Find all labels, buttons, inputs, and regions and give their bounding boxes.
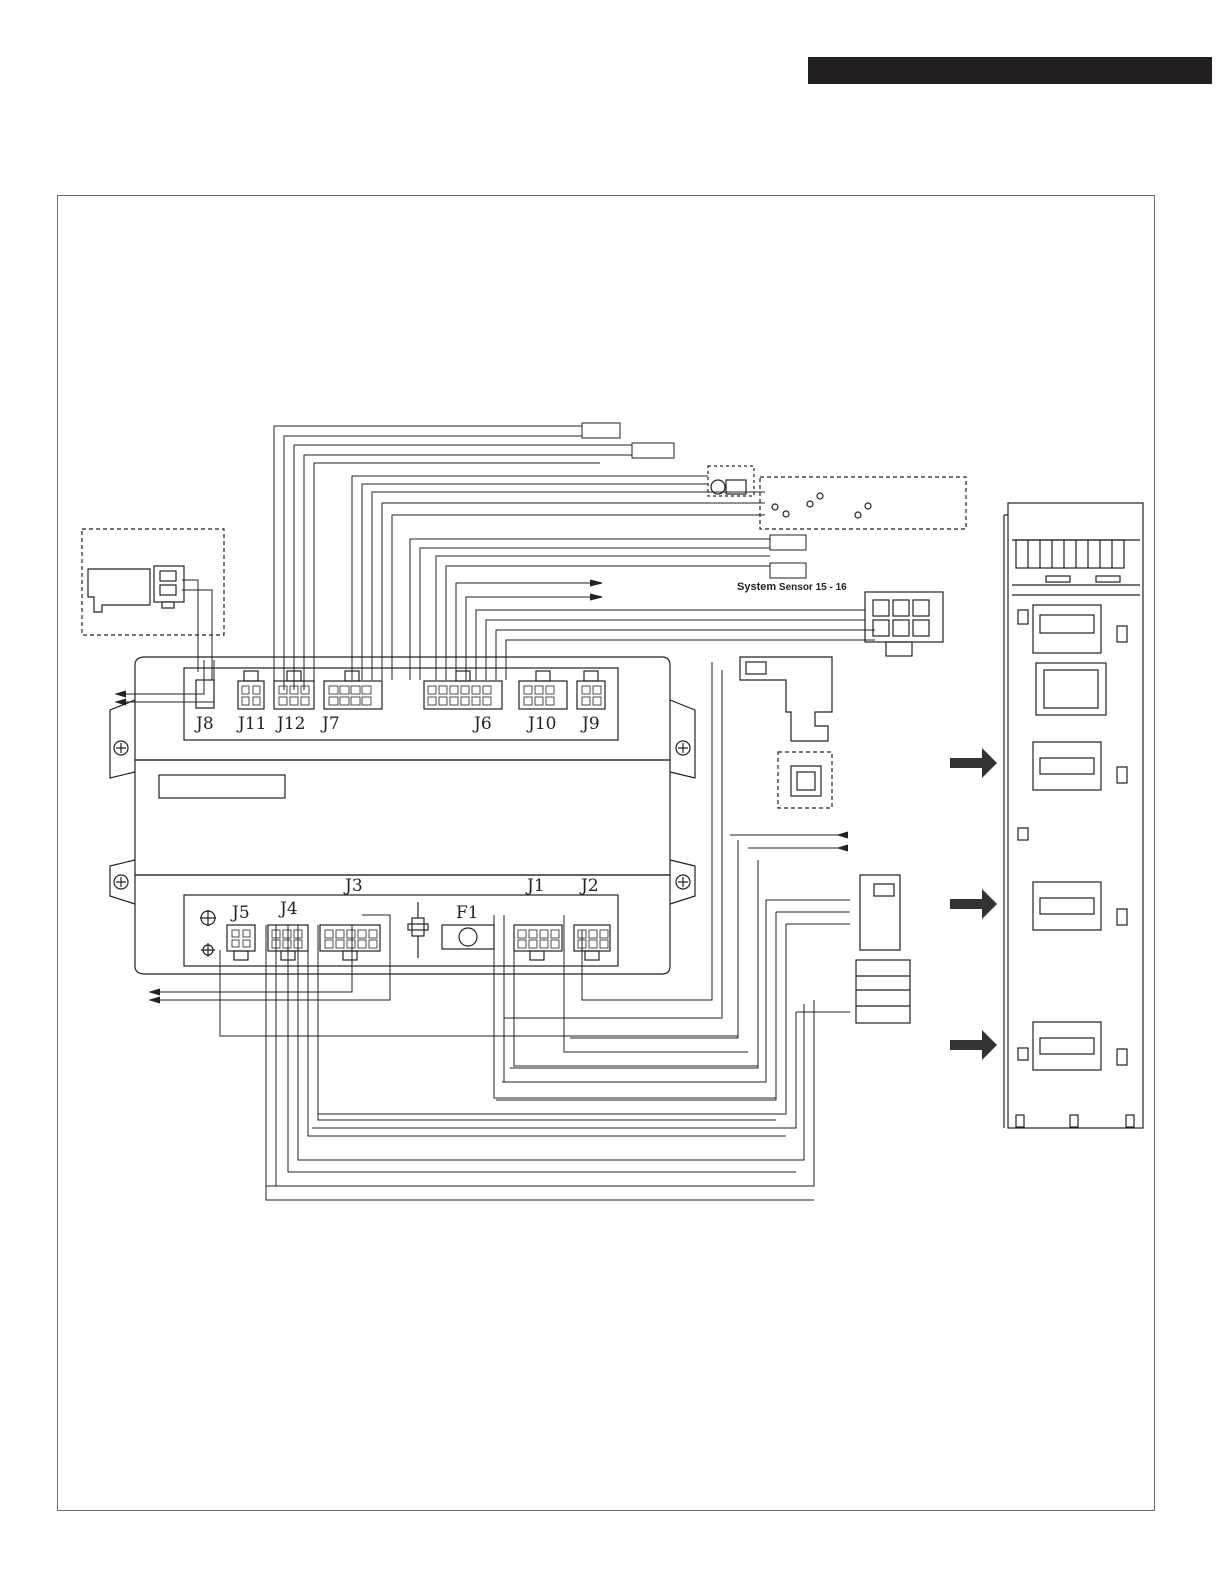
label-j5: J5 xyxy=(230,903,250,923)
label-f1: F1 xyxy=(456,903,479,923)
label-j11: J11 xyxy=(236,714,266,734)
controller-bottom xyxy=(110,860,695,974)
label-j1: J1 xyxy=(525,876,545,896)
system-sensor-label: System Sensor 15 - 16 xyxy=(737,581,847,593)
pointer-arrows xyxy=(950,748,997,1060)
label-j4: J4 xyxy=(278,899,298,919)
controller-middle xyxy=(135,760,670,875)
six-pin-connector xyxy=(865,592,943,656)
label-j3: J3 xyxy=(343,876,363,896)
label-j6: J6 xyxy=(472,714,492,734)
lower-connectors xyxy=(856,875,910,1023)
bottom-wiring xyxy=(150,915,814,1200)
switch-icon xyxy=(778,752,832,808)
label-j9: J9 xyxy=(580,714,600,734)
label-j2: J2 xyxy=(579,876,599,896)
label-j10: J10 xyxy=(526,714,556,734)
top-wiring xyxy=(116,423,875,705)
ring-terminal-box xyxy=(760,477,966,529)
aux-module-box xyxy=(82,529,224,635)
relay-device xyxy=(740,657,832,741)
label-j12: J12 xyxy=(275,714,305,734)
label-j7: J7 xyxy=(320,714,340,734)
control-panel xyxy=(1004,503,1143,1128)
label-j8: J8 xyxy=(194,714,214,734)
